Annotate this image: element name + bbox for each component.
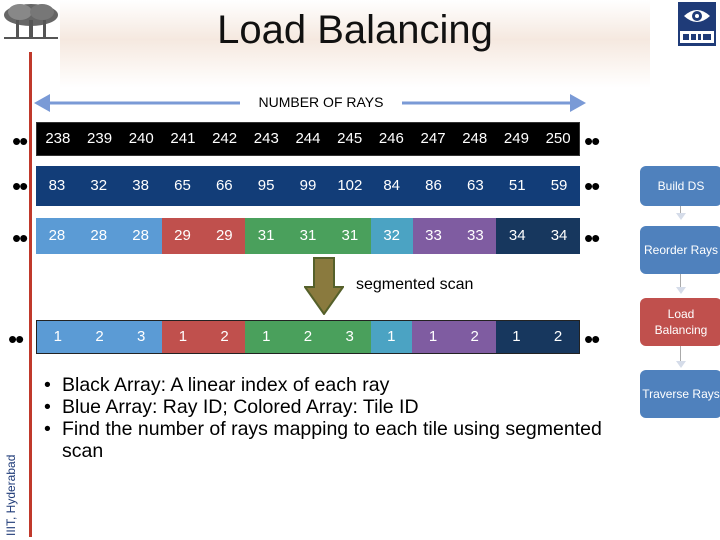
- array-cell: 2: [287, 321, 329, 353]
- array-cell: 243: [253, 130, 279, 147]
- bullet-item: Blue Array: Ray ID; Colored Array: Tile …: [44, 396, 604, 418]
- array-cell: 247: [420, 130, 446, 147]
- array-cell: 1: [162, 321, 204, 353]
- segmented-scan-array: 1 2 3 1 2 1 2 3 1 1 2 1 2: [36, 320, 580, 354]
- ellipsis-left: ••: [8, 324, 24, 354]
- array-cell: 31: [245, 218, 288, 254]
- side-institute-label: IIIT, Hyderabad: [4, 454, 18, 536]
- array-cell: 66: [215, 177, 233, 194]
- down-arrow-icon: [304, 257, 344, 315]
- array-cell: 51: [508, 177, 526, 194]
- step-connector: [680, 274, 681, 288]
- ellipsis-right: ••: [584, 324, 600, 354]
- array-cell: 1: [37, 321, 79, 353]
- array-cell: 2: [203, 321, 246, 353]
- bullet-item: Find the number of rays mapping to each …: [44, 418, 604, 462]
- array-cell: 28: [36, 218, 78, 254]
- array-cell: 95: [257, 177, 275, 194]
- number-of-rays-label: NUMBER OF RAYS: [240, 90, 402, 114]
- array-cell: 84: [383, 177, 401, 194]
- ray-index-array: 238 239 240 241 242 243 244 245 246 247 …: [36, 122, 580, 156]
- array-cell: 31: [287, 218, 329, 254]
- array-cell: 86: [425, 177, 442, 194]
- array-cell: 246: [378, 130, 404, 147]
- step-connector-arrow: [676, 213, 686, 220]
- bullet-list: Black Array: A linear index of each ray …: [44, 374, 604, 462]
- array-cell: 248: [462, 130, 488, 147]
- array-cell: 34: [538, 218, 580, 254]
- step-connector: [680, 346, 681, 362]
- segmented-scan-label: segmented scan: [356, 276, 474, 293]
- array-cell: 99: [299, 177, 317, 194]
- array-cell: 59: [550, 177, 568, 194]
- ellipsis-right: ••: [584, 171, 600, 201]
- step-traverse-rays: Traverse Rays: [640, 370, 720, 418]
- step-connector: [680, 206, 681, 216]
- ray-id-array: 83 32 38 65 66 95 99 102 84 86 63 51 59: [36, 166, 580, 206]
- ellipsis-left: ••: [12, 126, 28, 156]
- array-cell: 3: [328, 321, 371, 353]
- array-cell: 249: [503, 130, 529, 147]
- cvit-eye-logo-icon: [678, 2, 716, 46]
- array-cell: 1: [412, 321, 454, 353]
- array-cell: 250: [545, 130, 571, 147]
- array-cell: 32: [370, 218, 413, 254]
- ellipsis-right: ••: [584, 126, 600, 156]
- array-cell: 241: [170, 130, 196, 147]
- slide-title: Load Balancing: [217, 8, 493, 52]
- step-connector-arrow: [676, 287, 686, 294]
- array-cell: 239: [87, 130, 113, 147]
- tree-logo-icon: [4, 4, 58, 39]
- side-accent-line: [29, 52, 32, 537]
- step-build-ds: Build DS: [640, 166, 720, 206]
- array-cell: 2: [78, 321, 121, 353]
- ellipsis-right: ••: [584, 223, 600, 253]
- array-cell: 83: [48, 177, 66, 194]
- array-cell: 2: [537, 321, 579, 353]
- step-load-balancing: Load Balancing: [640, 298, 720, 346]
- array-cell: 31: [328, 218, 371, 254]
- array-cell: 33: [454, 218, 497, 254]
- array-cell: 102: [337, 177, 363, 194]
- array-cell: 63: [467, 177, 484, 194]
- ellipsis-left: ••: [12, 223, 28, 253]
- array-cell: 240: [128, 130, 154, 147]
- array-cell: 33: [412, 218, 455, 254]
- array-cell: 1: [245, 321, 288, 353]
- tile-id-array: 28 28 28 29 29 31 31 31 32 33 33 34 34: [36, 218, 580, 254]
- step-connector-arrow: [676, 361, 686, 368]
- array-cell: 238: [45, 130, 71, 147]
- array-cell: 65: [174, 177, 191, 194]
- array-cell: 38: [132, 177, 149, 194]
- array-cell: 242: [212, 130, 238, 147]
- array-cell: 28: [77, 218, 120, 254]
- ellipsis-left: ••: [12, 171, 28, 201]
- array-cell: 3: [120, 321, 163, 353]
- array-cell: 29: [203, 218, 246, 254]
- array-cell: 2: [453, 321, 496, 353]
- bullet-item: Black Array: A linear index of each ray: [44, 374, 604, 396]
- array-cell: 28: [119, 218, 162, 254]
- title-band: Load Balancing: [60, 0, 650, 88]
- array-cell: 34: [496, 218, 539, 254]
- array-cell: 1: [495, 321, 538, 353]
- array-cell: 245: [337, 130, 363, 147]
- array-cell: 32: [90, 177, 108, 194]
- array-cell: 1: [370, 321, 413, 353]
- array-cell: 29: [161, 218, 204, 254]
- step-reorder-rays: Reorder Rays: [640, 226, 720, 274]
- array-cell: 244: [295, 130, 321, 147]
